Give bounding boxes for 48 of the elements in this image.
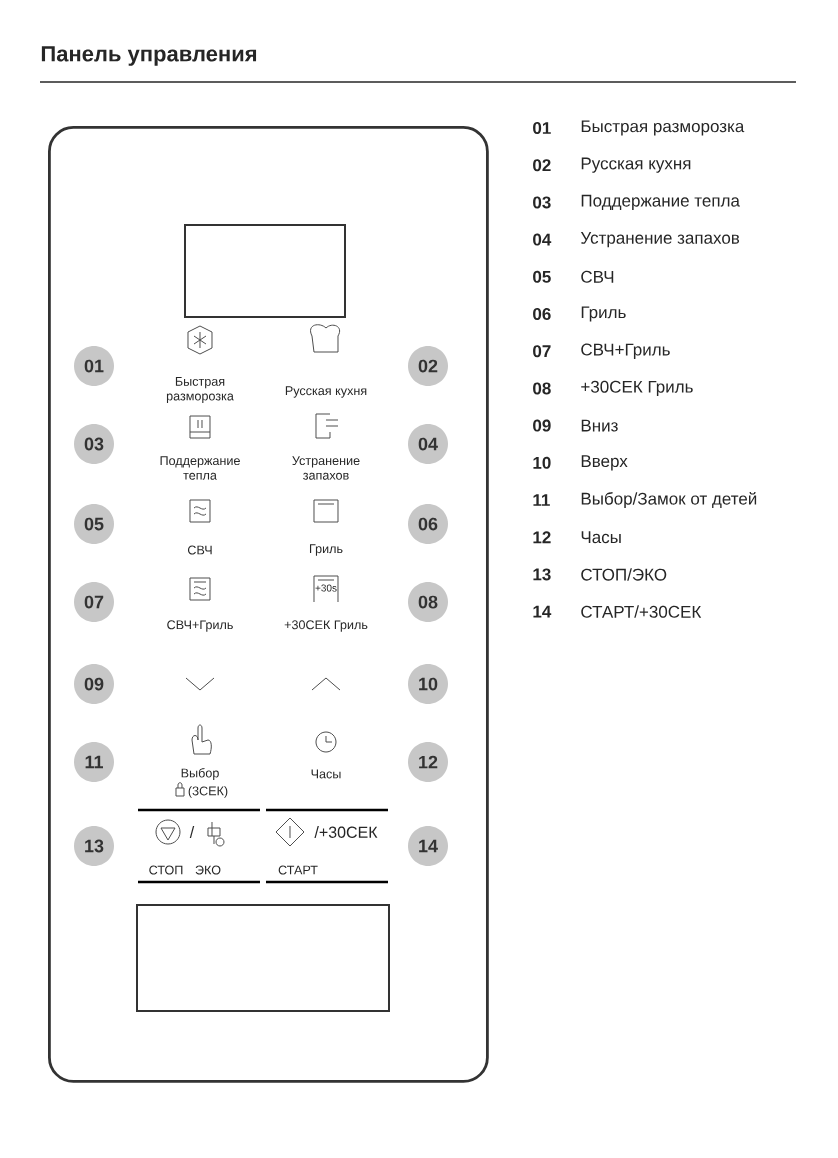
callout-number: 05 bbox=[74, 504, 114, 544]
control-panel bbox=[48, 126, 489, 1083]
callout-number: 02 bbox=[408, 346, 448, 386]
item-number: 08 bbox=[533, 382, 551, 395]
separator-slash: / bbox=[189, 826, 195, 838]
callout-number: 14 bbox=[408, 826, 448, 866]
item-description: Гриль bbox=[581, 306, 626, 322]
item-number: 10 bbox=[533, 456, 551, 469]
item-description: Поддержание тепла bbox=[581, 194, 740, 210]
item-description: Быстрая разморозка bbox=[581, 120, 745, 136]
callout-number: 04 bbox=[408, 424, 448, 464]
item-number: 12 bbox=[533, 531, 551, 544]
item-description: Вверх bbox=[581, 455, 628, 471]
item-description: СТАРТ/+30СЕК bbox=[581, 605, 702, 618]
item-number: 13 bbox=[533, 568, 551, 581]
item-description: Вниз bbox=[581, 419, 618, 432]
callout-number: 01 bbox=[74, 346, 114, 386]
item-description: СВЧ+Гриль bbox=[581, 343, 670, 359]
display-window bbox=[184, 224, 346, 318]
item-number: 03 bbox=[533, 196, 551, 209]
item-description: СТОП/ЭКО bbox=[581, 568, 667, 581]
item-number: 05 bbox=[533, 270, 551, 283]
callout-number: 10 bbox=[408, 664, 448, 704]
item-description: Русская кухня bbox=[581, 157, 691, 173]
callout-number: 12 bbox=[408, 742, 448, 782]
item-number: 01 bbox=[533, 122, 551, 135]
item-number: 02 bbox=[533, 159, 551, 172]
item-description: Часы bbox=[581, 531, 621, 544]
item-number: 11 bbox=[533, 494, 550, 506]
callout-number: 07 bbox=[74, 582, 114, 622]
item-description: Устранение запахов bbox=[580, 232, 740, 248]
item-number: 07 bbox=[533, 345, 551, 358]
item-description: +30СЕК Гриль bbox=[581, 380, 693, 397]
heading: Панель управления bbox=[41, 46, 257, 66]
item-number: 09 bbox=[533, 419, 551, 432]
item-description: СВЧ bbox=[581, 270, 614, 283]
callout-number: 09 bbox=[74, 664, 114, 704]
callout-number: 03 bbox=[74, 424, 114, 464]
item-number: 14 bbox=[533, 605, 552, 618]
callout-number: 08 bbox=[408, 582, 448, 622]
button-label: /+30СЕК bbox=[314, 826, 378, 838]
callout-number: 13 bbox=[74, 826, 114, 866]
callout-number: 11 bbox=[74, 742, 114, 782]
item-number: 04 bbox=[533, 233, 552, 246]
display-window bbox=[136, 904, 390, 1012]
item-description: Выбор/Замок от детей bbox=[581, 491, 757, 509]
callout-number: 06 bbox=[408, 504, 448, 544]
item-number: 06 bbox=[533, 308, 551, 320]
